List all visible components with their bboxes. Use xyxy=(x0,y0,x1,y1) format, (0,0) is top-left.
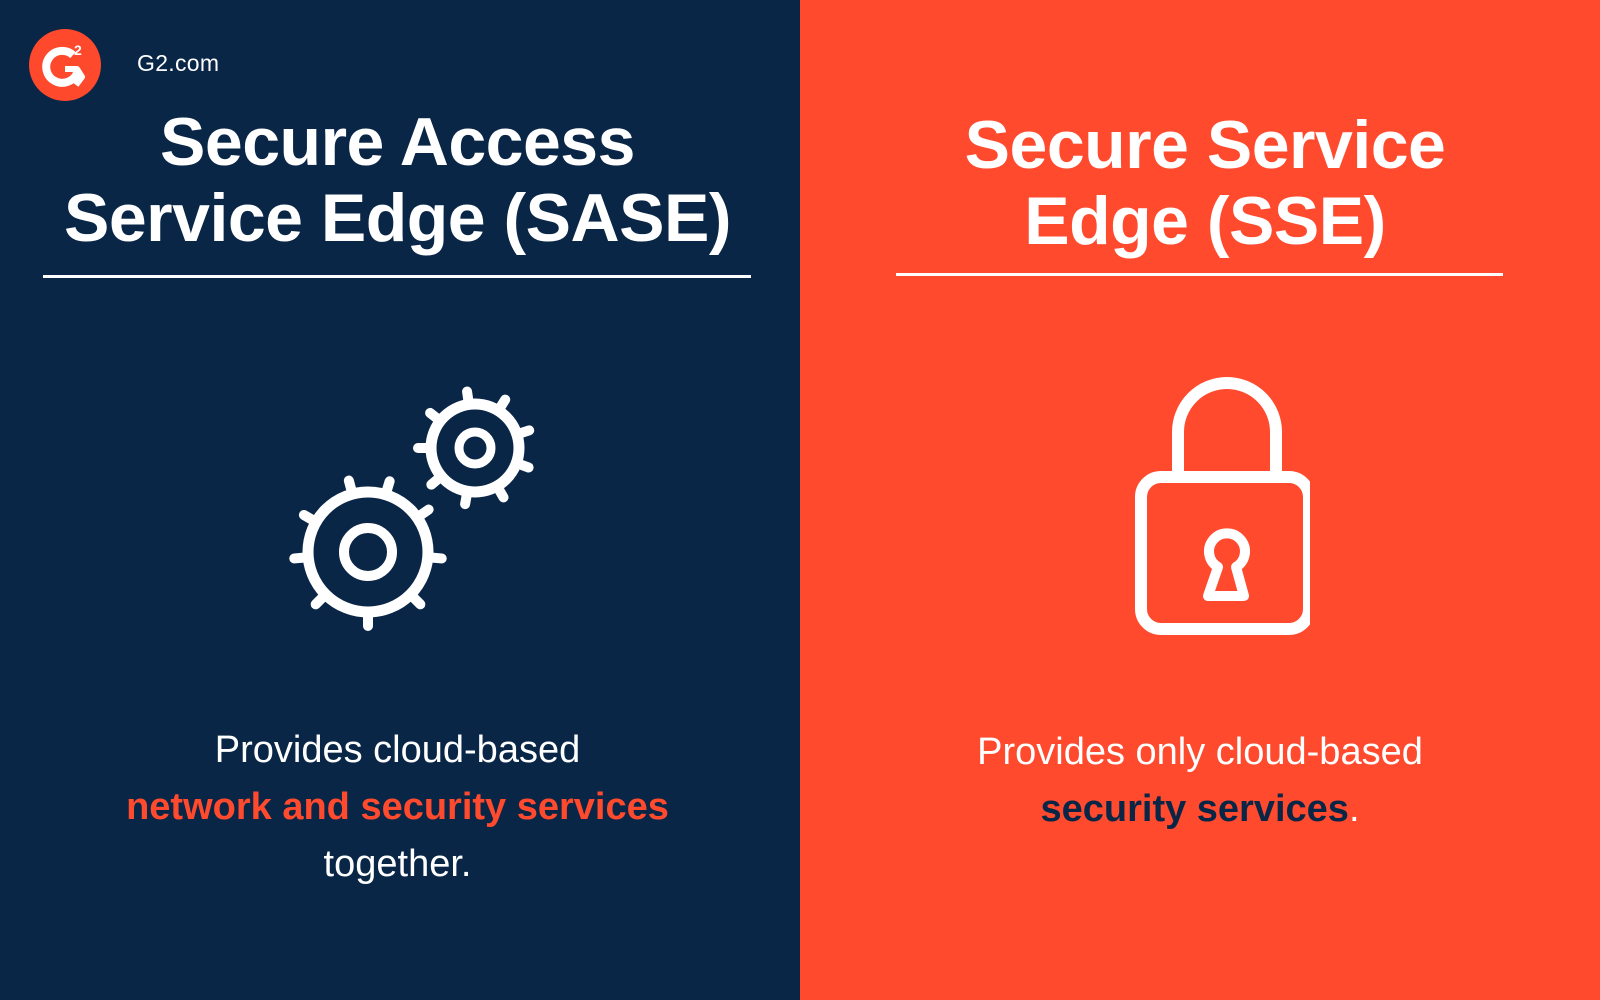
sase-description: Provides cloud-based network and securit… xyxy=(0,722,795,893)
g2-logo-icon: 2 xyxy=(29,29,101,101)
sase-description-highlight: network and security services xyxy=(126,786,669,828)
gears-icon xyxy=(270,370,550,655)
sse-panel xyxy=(800,0,1600,1000)
sse-description-suffix: . xyxy=(1348,788,1360,830)
sse-divider xyxy=(896,273,1503,276)
sse-title-line1: Secure Service xyxy=(964,107,1446,183)
sse-description-line1: Provides only cloud-based xyxy=(977,731,1423,773)
sase-panel: 2 G2.com Secure Access Service Edge (SAS… xyxy=(0,0,800,1000)
svg-text:2: 2 xyxy=(74,42,82,58)
sase-title-line1: Secure Access xyxy=(160,104,635,180)
sse-description-highlight: security services xyxy=(1040,788,1349,830)
sase-title: Secure Access Service Edge (SASE) xyxy=(0,104,795,256)
sse-title: Secure Service Edge (SSE) xyxy=(800,107,1600,259)
site-label: G2.com xyxy=(137,50,220,76)
sase-description-line3: together. xyxy=(323,843,472,885)
sase-description-line1: Provides cloud-based xyxy=(214,729,581,771)
padlock-icon xyxy=(1100,370,1315,655)
sse-description: Provides only cloud-based security servi… xyxy=(800,724,1600,838)
sse-title-line2: Edge (SSE) xyxy=(1024,183,1386,259)
sase-title-line2: Service Edge (SASE) xyxy=(64,180,731,256)
sase-divider xyxy=(43,275,751,278)
